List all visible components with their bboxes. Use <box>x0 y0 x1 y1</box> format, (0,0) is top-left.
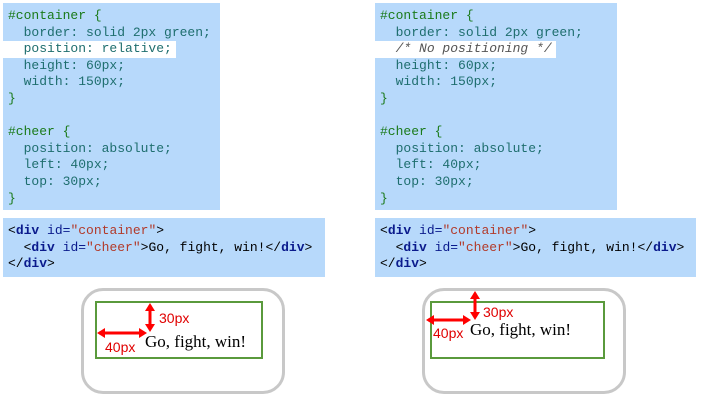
html-tag: div <box>281 239 305 255</box>
dimension-arrows <box>97 303 155 338</box>
top-arrow-head-down <box>470 312 480 320</box>
html-tag: div <box>15 223 40 238</box>
css-height-rule: height: 60px; <box>395 57 498 73</box>
css-close-brace: } <box>380 90 388 106</box>
css-position-rule: position: relative; <box>23 41 172 57</box>
container-box <box>95 301 263 359</box>
left-arrow-head-right <box>139 328 147 338</box>
css-selector-cheer: #cheer { <box>8 124 71 140</box>
left-offset-label: 40px <box>433 325 464 341</box>
css-cheer-top-rule: top: 30px; <box>395 173 474 189</box>
css-selector-cheer: #cheer { <box>380 124 443 140</box>
css-close-brace: } <box>380 190 388 206</box>
left-offset-label: 40px <box>105 339 136 355</box>
css-cheer-position-rule: position: absolute; <box>395 140 544 156</box>
left-arrow-head-right <box>463 315 471 325</box>
css-height-rule: height: 60px; <box>23 57 126 73</box>
highlighted-line: /* No positioning */ <box>375 41 556 58</box>
html-tag: div <box>31 239 55 255</box>
cheer-text: Go, fight, win! <box>145 332 247 351</box>
top-arrow-head-up <box>145 303 155 311</box>
html-tag: div <box>23 256 48 272</box>
html-attr-value: "cheer" <box>458 239 513 255</box>
html-attr-value: "container" <box>442 223 529 238</box>
html-tag: div <box>653 239 677 255</box>
html-tag: div <box>403 239 427 255</box>
css-width-rule: width: 150px; <box>395 74 498 90</box>
html-code-left: <div id="container"> <div id="cheer">Go,… <box>3 218 325 277</box>
top-offset-label: 30px <box>159 310 190 326</box>
html-attr: id= <box>47 223 71 238</box>
css-selector-container: #container { <box>8 8 102 23</box>
top-offset-label: 30px <box>483 304 514 320</box>
css-selector-container: #container { <box>380 8 474 23</box>
css-code-right: #container { border: solid 2px green; /*… <box>375 3 617 210</box>
css-cheer-top-rule: top: 30px; <box>23 173 102 189</box>
css-border-rule: border: solid 2px green; <box>395 24 583 40</box>
css-cheer-position-rule: position: absolute; <box>23 140 172 156</box>
css-cheer-left-rule: left: 40px; <box>395 157 482 173</box>
html-attr: id= <box>419 223 443 238</box>
dimension-arrows <box>426 291 480 325</box>
css-close-brace: } <box>8 190 16 206</box>
html-code-right: <div id="container"> <div id="cheer">Go,… <box>375 218 696 277</box>
html-tag: div <box>387 223 412 238</box>
highlighted-line: position: relative; <box>3 41 176 58</box>
html-text: Go, fight, win! <box>520 239 638 255</box>
top-arrow-head-up <box>470 291 480 299</box>
css-position-comment: /* No positioning */ <box>395 41 552 57</box>
demo-stage-right: Go, fight, win! 30px 40px <box>422 288 626 394</box>
css-cheer-left-rule: left: 40px; <box>23 157 110 173</box>
html-text: Go, fight, win! <box>148 239 266 255</box>
css-width-rule: width: 150px; <box>23 74 126 90</box>
css-close-brace: } <box>8 90 16 106</box>
container-box <box>430 301 605 359</box>
html-tag: div <box>395 256 420 272</box>
left-arrow-head-left <box>97 328 105 338</box>
css-border-rule: border: solid 2px green; <box>23 24 211 40</box>
html-attr-value: "container" <box>70 223 157 238</box>
html-attr: id= <box>62 239 87 255</box>
demo-stage-left: Go, fight, win! 30px 40px <box>81 288 285 394</box>
html-attr: id= <box>434 239 459 255</box>
top-arrow-head-down <box>145 324 155 332</box>
cheer-text: Go, fight, win! <box>470 320 572 339</box>
html-attr-value: "cheer" <box>86 239 141 255</box>
left-arrow-head-left <box>426 315 434 325</box>
css-code-left: #container { border: solid 2px green; po… <box>3 3 220 210</box>
